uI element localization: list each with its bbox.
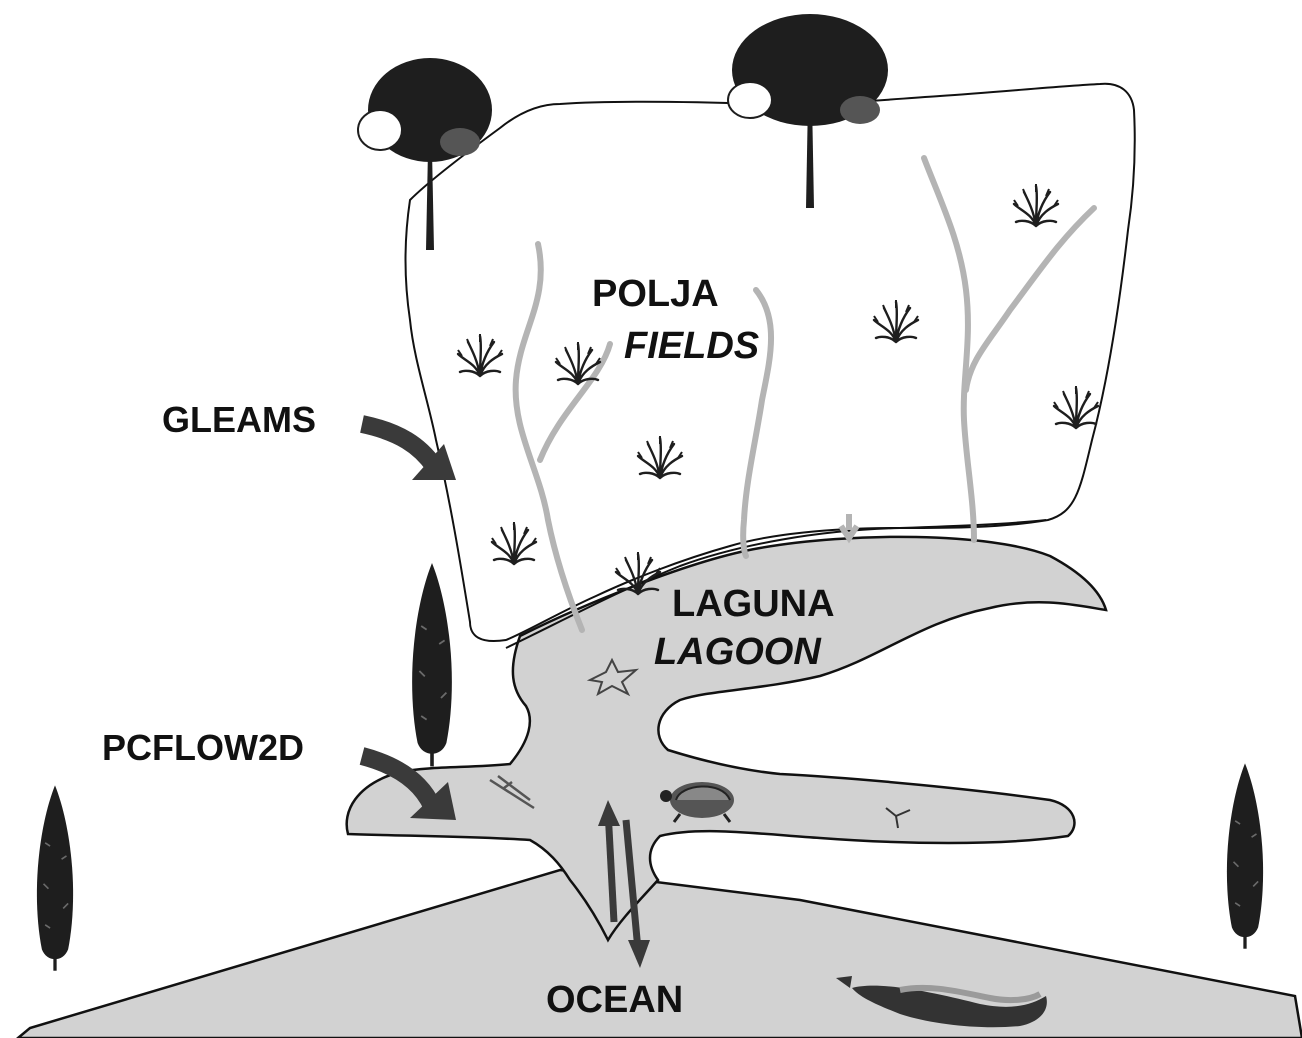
cypress-tree-icon [1227, 763, 1263, 948]
ocean-label: OCEAN [546, 979, 683, 1021]
cypress-tree-icon [412, 563, 452, 766]
lagoon-label: LAGOON [654, 631, 822, 673]
polja-label: POLJA [592, 273, 719, 315]
pcflow2d-label: PCFLOW2D [102, 727, 304, 768]
gleams-label: GLEAMS [162, 399, 316, 440]
laguna-label: LAGUNA [672, 583, 835, 625]
cypress-tree-icon [37, 785, 73, 970]
fields-label: FIELDS [624, 325, 759, 367]
